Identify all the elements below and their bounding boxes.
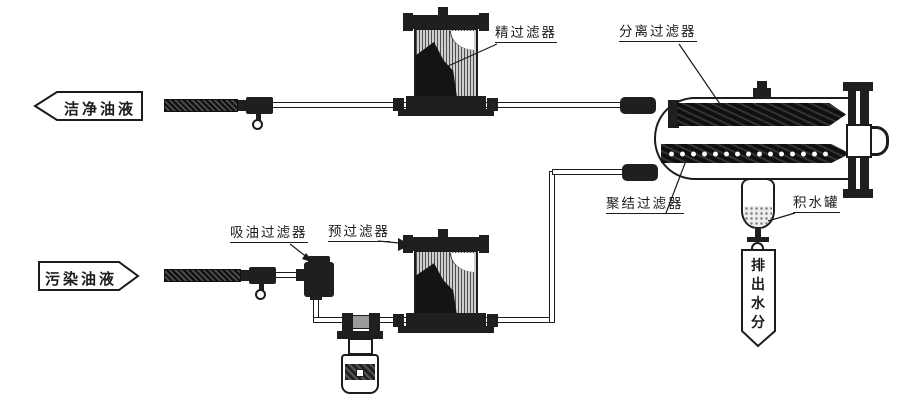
pump-flange-right — [369, 313, 380, 331]
separator-filter-element — [677, 103, 846, 126]
pre-filter-top-cap — [407, 237, 485, 251]
suction-filter-cap — [308, 256, 330, 264]
coalescer-filter-label: 聚结过滤器 — [606, 197, 684, 214]
pipe-riser — [549, 171, 555, 323]
pre-filter-base — [406, 313, 486, 326]
drain-valve-tbar — [747, 237, 769, 242]
clean-oil-banner-label: 洁净油液 — [63, 101, 136, 118]
pre-filter-label: 预过滤器 — [328, 225, 390, 242]
closure-bolts-bottom — [843, 189, 873, 198]
fine-filter-feet — [398, 109, 494, 116]
valve-dirty-line — [249, 267, 276, 284]
closure-handle-plate — [846, 124, 872, 158]
hose-coupler — [241, 270, 250, 281]
motor-body — [341, 354, 379, 394]
valve-clean-line — [246, 97, 273, 114]
motor-nameplate — [356, 369, 364, 377]
coalescer-dot-row — [663, 150, 828, 158]
water-tank — [741, 178, 775, 229]
vessel-vent-base — [753, 88, 771, 98]
water-tank-label: 积水罐 — [793, 196, 840, 213]
valve-stem — [259, 283, 264, 292]
pre-filter-vent-nipple — [438, 229, 448, 239]
drain-valve-ring — [751, 242, 764, 255]
fine-filter-label: 精过滤器 — [495, 26, 557, 43]
pump-base-plate — [337, 331, 383, 339]
pre-filter-body — [414, 250, 478, 316]
valve-stem — [256, 113, 261, 122]
motor-neck — [348, 338, 373, 355]
drain-water-banner-label: 排出水分 — [751, 257, 765, 330]
vessel-top-port-fitting — [620, 97, 656, 114]
pre-filter-headspace — [450, 253, 474, 272]
drain-valve-stem — [755, 229, 761, 239]
dirty-oil-hose — [164, 269, 241, 282]
clean-oil-hose — [164, 99, 238, 112]
collected-water — [744, 206, 772, 227]
hose-coupler — [238, 100, 247, 111]
valve-handle-ring — [252, 119, 263, 130]
valve-handle-ring — [255, 289, 266, 300]
separator-element-end-cap — [668, 100, 679, 128]
pre-filter-feet — [398, 326, 494, 333]
fine-filter-base — [406, 96, 486, 109]
separator-filter-label: 分离过滤器 — [619, 25, 697, 42]
vessel-bottom-port-fitting — [622, 164, 658, 181]
pipe-nut — [487, 98, 498, 111]
pipe-riser-top — [552, 169, 626, 175]
dirty-oil-banner-label: 污染油液 — [44, 271, 117, 288]
suction-filter-label: 吸油过滤器 — [230, 226, 308, 243]
pump-flange-left — [342, 313, 353, 331]
coalescer-filter-element — [661, 144, 850, 163]
pipe-nut — [393, 98, 404, 111]
closure-bolts-top — [843, 82, 873, 91]
pipe-nut — [296, 269, 305, 281]
fine-filter-top-cap — [407, 15, 485, 29]
pump-body — [352, 315, 370, 329]
pipe-nut — [393, 314, 404, 327]
pipe-nut — [487, 314, 498, 327]
fine-filter-body — [414, 28, 478, 98]
suction-filter-outlet — [310, 294, 322, 300]
suction-filter-body — [304, 262, 334, 297]
fine-filter-vent-nipple — [438, 7, 448, 17]
leader-suction-filter — [289, 243, 309, 259]
fine-filter-headspace — [450, 31, 474, 50]
vessel-vent-valve — [757, 81, 767, 90]
